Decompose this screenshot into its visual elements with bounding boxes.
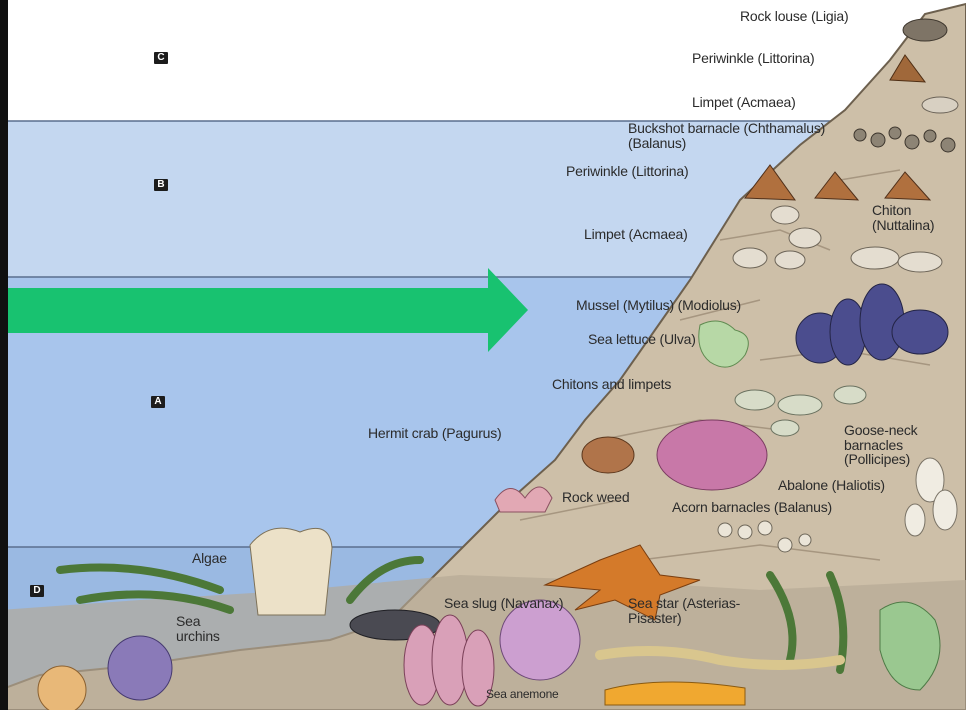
label-limpet-top: Limpet (Acmaea): [692, 95, 796, 110]
label-sea-urchins: Sea urchins: [176, 614, 246, 643]
sea-urchin-illustration: [108, 636, 172, 700]
label-rock-weed: Rock weed: [562, 490, 629, 505]
label-goose-neck-barnacles: Goose-neck barnacles (Pollicipes): [844, 423, 962, 467]
hermit-crab-illustration: [582, 437, 634, 473]
orange-anemone-illustration: [38, 666, 86, 710]
label-periwinkle-mid: Periwinkle (Littorina): [566, 164, 688, 179]
label-sea-anemone: Sea anemone: [486, 688, 559, 701]
rock-louse-illustration: [903, 19, 947, 41]
yellow-sponge-illustration: [605, 682, 745, 705]
label-rock-louse: Rock louse (Ligia): [740, 9, 848, 24]
zone-marker-b: B: [154, 179, 168, 191]
label-sea-lettuce: Sea lettuce (Ulva): [588, 332, 698, 347]
label-hermit-crab: Hermit crab (Pagurus): [368, 426, 502, 441]
zone-marker-c: C: [154, 52, 168, 64]
label-buckshot-barnacle: Buckshot barnacle (Chthamalus) (Balanus): [628, 121, 848, 150]
label-mussel: Mussel (Mytilus) (Modiolus): [576, 298, 741, 313]
label-sea-star: Sea star (Asterias-Pisaster): [628, 596, 778, 625]
label-chiton: Chiton (Nuttalina): [872, 203, 962, 232]
left-frame: [0, 0, 8, 710]
label-chitons-limpets: Chitons and limpets: [552, 377, 671, 392]
rock-weed-illustration: [657, 420, 767, 490]
algae-illustration: [250, 528, 332, 615]
limpet-top-illustration: [922, 97, 958, 113]
label-acorn-barnacles: Acorn barnacles (Balanus): [672, 500, 832, 515]
label-limpet-mid: Limpet (Acmaea): [584, 227, 688, 242]
label-abalone: Abalone (Haliotis): [778, 478, 885, 493]
label-periwinkle-top: Periwinkle (Littorina): [692, 51, 814, 66]
label-algae: Algae: [192, 551, 227, 566]
zone-marker-d: D: [30, 585, 44, 597]
purple-anemone-illustration: [500, 600, 580, 680]
zone-marker-a: A: [151, 396, 165, 408]
label-sea-slug: Sea slug (Navanax): [444, 596, 563, 611]
